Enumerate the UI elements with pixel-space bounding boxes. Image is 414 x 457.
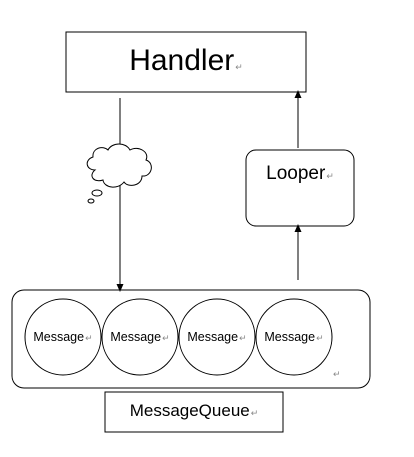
message-queue-label-text: MessageQueue bbox=[129, 401, 250, 420]
return-mark: ↵ bbox=[326, 171, 334, 181]
message-text: Message bbox=[110, 330, 162, 344]
message-text: Message bbox=[33, 330, 85, 344]
looper-box bbox=[245, 149, 355, 227]
message-label-2: Message↵ bbox=[104, 328, 176, 346]
message-queue-label-box bbox=[104, 391, 284, 433]
message-text: Message bbox=[264, 330, 316, 344]
queue-return-mark: ↵ bbox=[332, 364, 341, 382]
handler-label: Handler↵ bbox=[66, 44, 306, 78]
return-mark: ↵ bbox=[333, 369, 341, 379]
message-label-4: Message↵ bbox=[258, 328, 330, 346]
return-mark: ↵ bbox=[250, 408, 259, 418]
message-circle-4 bbox=[255, 298, 333, 376]
return-mark: ↵ bbox=[85, 333, 93, 343]
message-circle-2 bbox=[101, 298, 179, 376]
thought-cloud-icon bbox=[86, 143, 152, 204]
message-queue-label: MessageQueue↵ bbox=[105, 401, 283, 421]
message-label-3: Message↵ bbox=[181, 328, 253, 346]
return-mark: ↵ bbox=[316, 333, 324, 343]
return-mark: ↵ bbox=[235, 62, 243, 72]
message-label-1: Message↵ bbox=[27, 328, 99, 346]
handler-box bbox=[65, 31, 307, 93]
message-circle-1 bbox=[24, 298, 102, 376]
return-mark: ↵ bbox=[162, 333, 170, 343]
message-text: Message bbox=[187, 330, 239, 344]
handler-label-text: Handler bbox=[129, 44, 235, 77]
message-circle-3 bbox=[178, 298, 256, 376]
looper-label: Looper↵ bbox=[246, 163, 354, 185]
looper-label-text: Looper bbox=[266, 163, 326, 184]
return-mark: ↵ bbox=[239, 333, 247, 343]
